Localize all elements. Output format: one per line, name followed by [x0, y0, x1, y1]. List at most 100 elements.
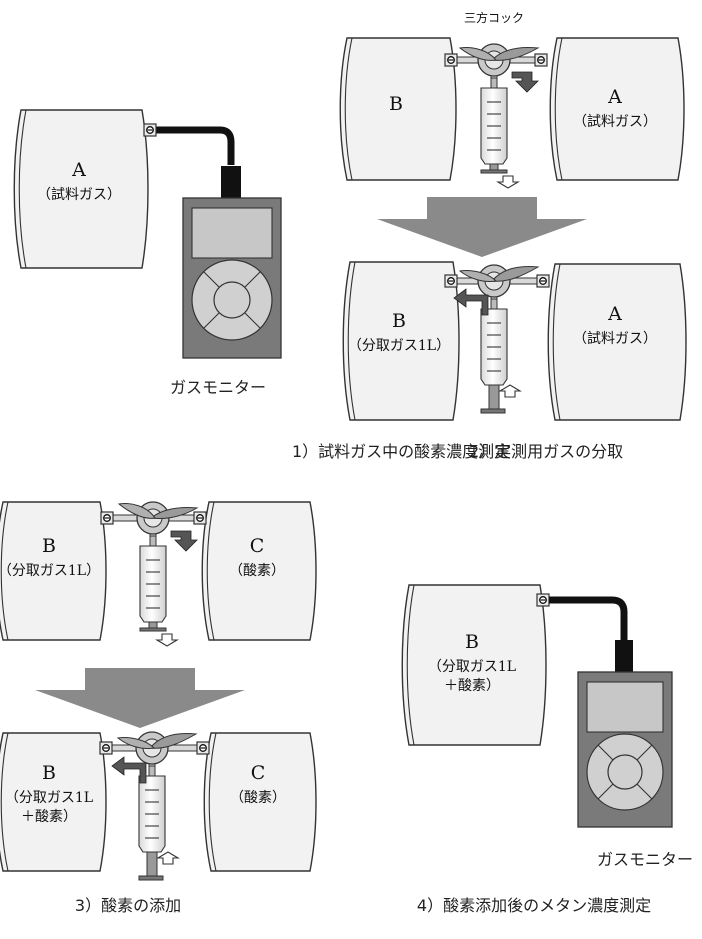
syringe-nozzle: [149, 535, 157, 547]
syringe-plunger-head: [138, 875, 164, 881]
bag-sublabel: （試料ガス）: [573, 114, 657, 130]
valve-handle: [491, 266, 540, 282]
dial-divider: [636, 744, 653, 761]
bag-outline: [0, 501, 107, 641]
bag-fitting: [100, 511, 114, 525]
bag-fitting: [536, 274, 550, 288]
withdraw-arrow: [155, 633, 179, 647]
bag-outline: [339, 37, 457, 181]
three-way-cock: [106, 501, 201, 541]
gas-monitor: [577, 671, 673, 828]
push-arrow: [156, 851, 180, 865]
syringe-plunger-head: [480, 169, 508, 174]
bag-label: B: [465, 631, 479, 653]
bag-label: A: [607, 303, 622, 325]
dial-divider: [203, 271, 220, 288]
flow-arrow: [111, 756, 147, 784]
gas-bag: B （分取ガス1L）: [0, 501, 107, 641]
bag-outline: [549, 37, 685, 181]
caption-step2: 2）実測用ガスの分取: [469, 442, 623, 461]
dial-center-button: [607, 754, 643, 790]
dial-divider: [244, 312, 261, 329]
gas-bag: C（酸素）: [203, 732, 317, 872]
gas-bag: A （試料ガス）: [547, 263, 687, 421]
gas-bag: B（分取ガス1L＋酸素）: [0, 732, 107, 872]
bag-label: B: [389, 93, 403, 115]
next-step-arrow: [35, 668, 245, 728]
dial-divider: [636, 783, 653, 800]
bag-outline: [201, 501, 317, 641]
bag-outline: [13, 109, 149, 269]
caption-step4: 4）酸素添加後のメタン濃度測定: [417, 896, 651, 915]
bag-seam: [344, 37, 353, 181]
syringe: [480, 298, 522, 414]
syringe-nozzle: [490, 77, 498, 89]
caption-step3: 3）酸素の添加: [75, 896, 181, 915]
bag-label: B: [42, 535, 56, 557]
bag-sublabel: （酸素）: [229, 563, 285, 579]
valve-handle-rear: [458, 47, 497, 61]
gas-bag: B（分取ガス1L）: [342, 261, 460, 421]
dial-divider: [597, 744, 614, 761]
bag-fitting: [196, 741, 210, 755]
dial-divider: [203, 312, 220, 329]
valve-handle: [149, 507, 199, 519]
bag-outline: [547, 263, 687, 421]
syringe-plunger: [489, 163, 499, 171]
bag-sublabel: （分取ガス1L）: [348, 338, 450, 354]
syringe-plunger: [488, 384, 500, 410]
bag-seam: [0, 501, 9, 641]
three-way-cock: [450, 43, 542, 83]
monitor-probe: [221, 166, 241, 200]
gas-bag: C（酸素）: [201, 501, 317, 641]
syringe: [480, 77, 520, 189]
monitor-screen: [191, 207, 273, 259]
bag-seam: [406, 584, 415, 746]
bag-seam: [552, 263, 561, 421]
flow-arrow: [511, 71, 539, 93]
flow-arrow: [170, 530, 198, 552]
bag-sublabel: （試料ガス）: [37, 187, 121, 203]
withdraw-arrow: [496, 175, 520, 189]
bag-sublabel: （分取ガス1L: [428, 659, 516, 675]
bag-label: B: [42, 762, 56, 784]
bag-seam: [208, 732, 217, 872]
gas-bag: A（試料ガス）: [549, 37, 685, 181]
bag-fitting: [536, 593, 550, 607]
caption-step1: 1）試料ガス中の酸素濃度測定: [292, 442, 510, 461]
bag-fitting: [99, 741, 113, 755]
bag-sublabel: （試料ガス）: [573, 331, 657, 347]
monitor-screen: [586, 681, 664, 733]
valve-handle: [490, 47, 540, 61]
syringe: [139, 535, 179, 647]
gas-bag: A（試料ガス）: [13, 109, 149, 269]
bag-seam: [206, 501, 215, 641]
monitor-hose: [156, 126, 235, 165]
valve-handle-rear: [117, 503, 156, 519]
syringe-nozzle: [148, 765, 156, 777]
monitor-hose: [549, 596, 628, 640]
push-arrow: [498, 384, 522, 398]
bag-fitting: [193, 511, 207, 525]
three-way-cock: [105, 731, 204, 771]
syringe: [138, 765, 180, 881]
dial-center-button: [213, 281, 251, 319]
syringe-plunger: [146, 851, 158, 877]
bag-sublabel: （酸素）: [230, 790, 286, 806]
bag-fitting: [444, 274, 458, 288]
valve-handle-rear: [458, 270, 498, 282]
three-way-cock: [450, 264, 544, 304]
monitor-label: ガスモニター: [170, 378, 266, 397]
bag-sublabel: （分取ガス1L）: [0, 563, 100, 579]
bag-outline: [0, 732, 107, 872]
bag-fitting: [534, 53, 548, 67]
bag-fitting: [444, 53, 458, 67]
dial-divider: [244, 271, 261, 288]
valve-label: 三方コック: [464, 10, 524, 25]
syringe-plunger-head: [139, 627, 167, 632]
bag-outline: [203, 732, 317, 872]
bag-seam: [0, 732, 9, 872]
bag-sublabel: ＋酸素）: [444, 678, 500, 694]
gas-bag: B: [339, 37, 457, 181]
